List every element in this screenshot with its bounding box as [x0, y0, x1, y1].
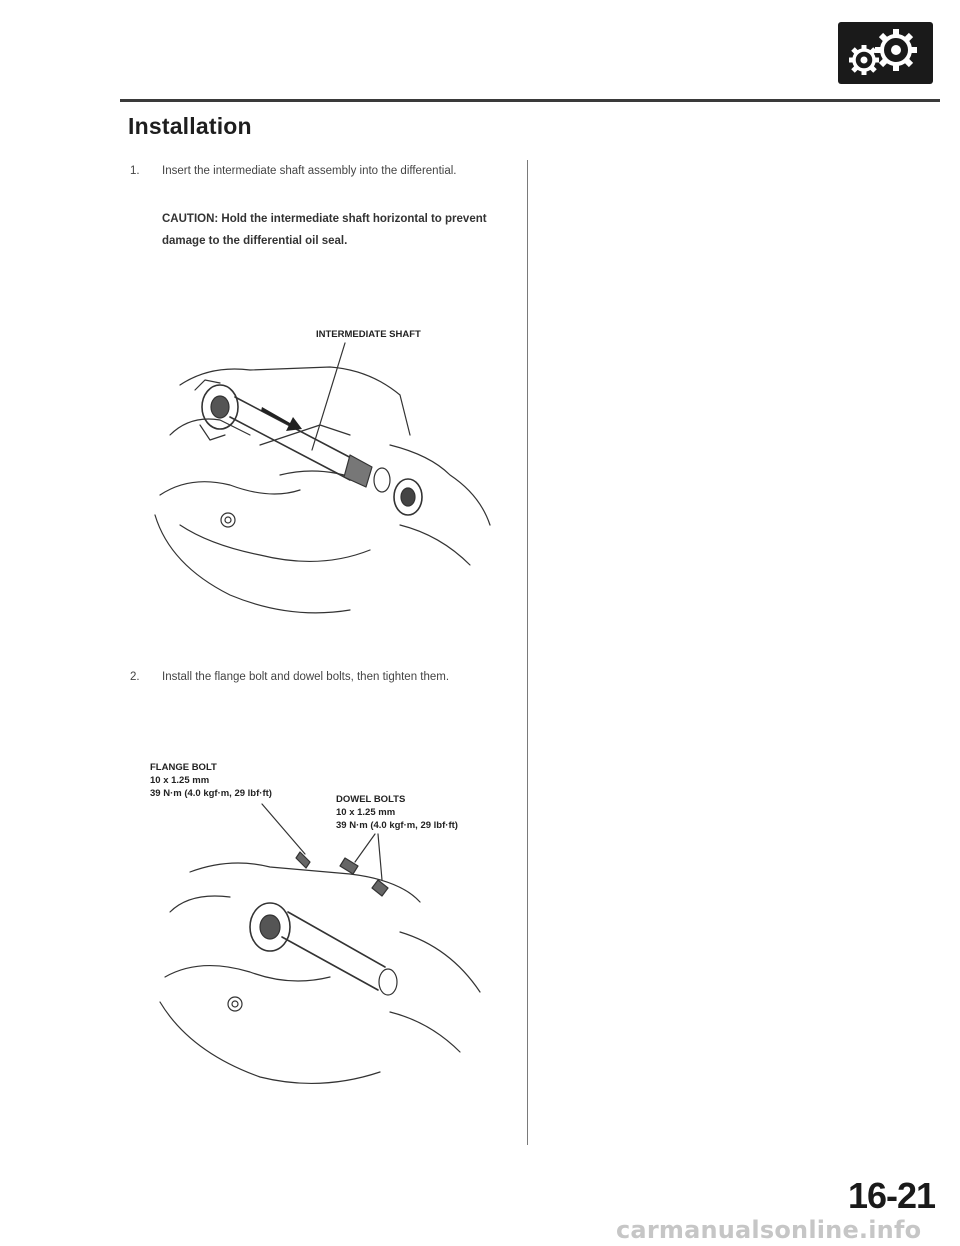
caution-note: CAUTION: Hold the intermediate shaft hor…	[162, 213, 487, 247]
bolts-illustration	[159, 803, 481, 1085]
header-rule	[120, 99, 940, 102]
intermediate-shaft-label: INTERMEDIATE SHAFT	[316, 329, 421, 340]
dowel-bolts-name: DOWEL BOLTS	[336, 794, 406, 805]
column-divider	[527, 160, 528, 1145]
flange-bolt-torque: 39 N·m (4.0 kgf·m, 29 lbf·ft)	[150, 788, 272, 799]
intermediate-shaft-illustration	[154, 342, 491, 614]
page-number: 16-21	[848, 1175, 936, 1216]
dowel-bolts-torque: 39 N·m (4.0 kgf·m, 29 lbf·ft)	[336, 820, 458, 831]
section-title: Installation	[128, 113, 252, 139]
step-number: 2.	[130, 671, 140, 683]
dowel-bolts-size: 10 x 1.25 mm	[336, 807, 396, 818]
flange-bolt-name: FLANGE BOLT	[150, 762, 217, 773]
step-number: 1.	[130, 165, 140, 177]
step-2: 2. Install the flange bolt and dowel bol…	[130, 666, 510, 688]
gears-icon	[838, 22, 933, 84]
flange-bolt-size: 10 x 1.25 mm	[150, 775, 210, 786]
figure-intermediate-shaft: INTERMEDIATE SHAFT	[150, 325, 510, 625]
step-text: Install the flange bolt and dowel bolts,…	[162, 671, 450, 683]
watermark: carmanualsonline.info	[616, 1216, 922, 1244]
step-text: Insert the intermediate shaft assembly i…	[162, 165, 457, 177]
figure-flange-and-dowel-bolts: FLANGE BOLT 10 x 1.25 mm 39 N·m (4.0 kgf…	[150, 762, 510, 1092]
step-1: 1. Insert the intermediate shaft assembl…	[130, 160, 510, 182]
